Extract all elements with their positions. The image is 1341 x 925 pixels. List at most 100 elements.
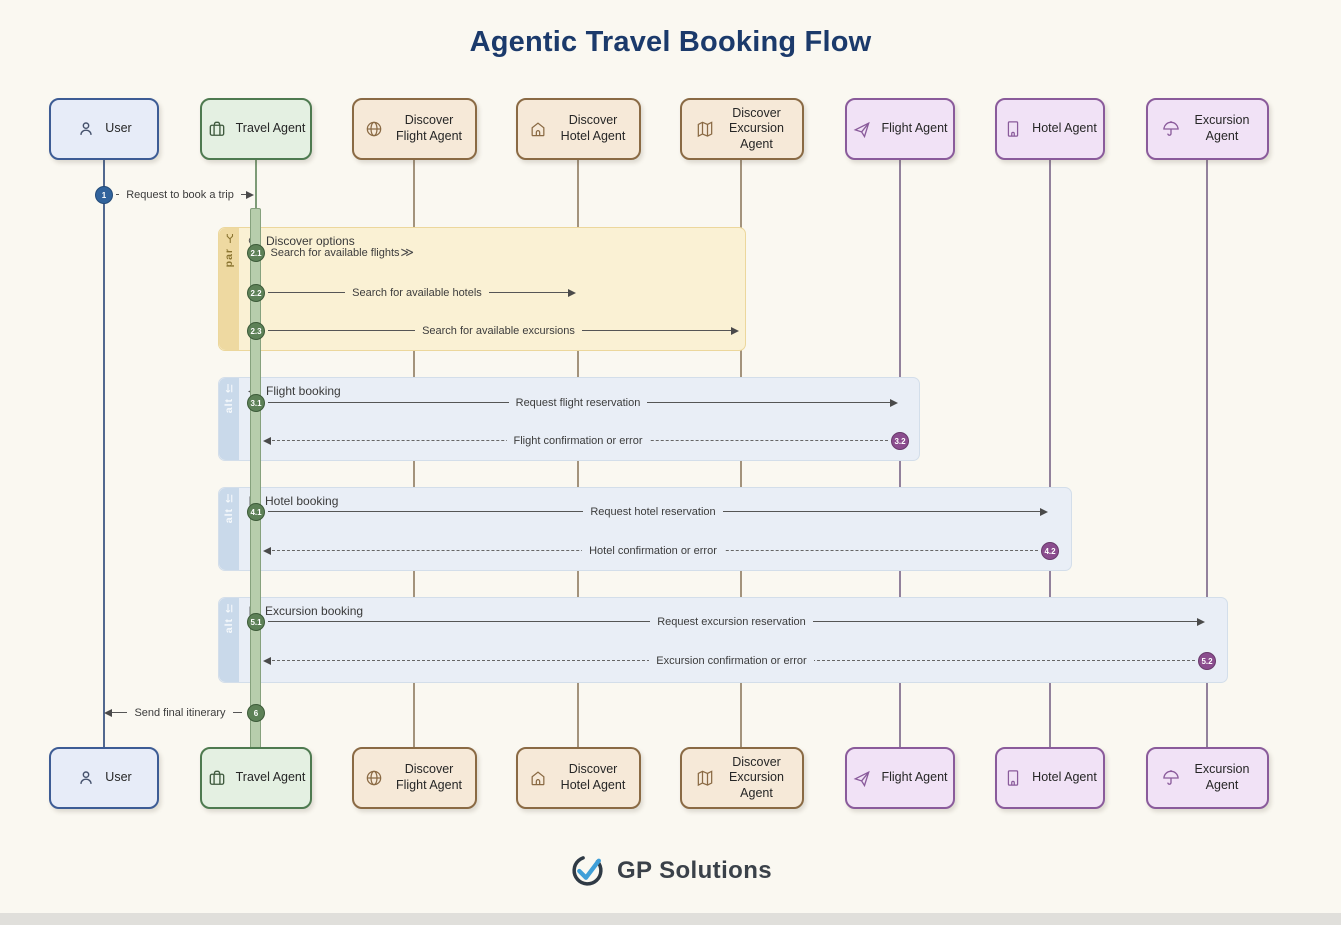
building-icon <box>1007 770 1019 786</box>
arrowhead-right <box>731 327 739 335</box>
message-number: 2.1 <box>247 244 265 262</box>
house-icon <box>531 771 545 786</box>
lifeline-hotel-agent <box>1049 160 1051 750</box>
person-icon <box>80 122 93 135</box>
brand-name: GP Solutions <box>616 856 773 884</box>
umbrella-icon <box>1163 121 1179 136</box>
message-number: 5.2 <box>1198 652 1216 670</box>
gp-solutions-logo-icon <box>572 855 603 886</box>
briefcase-icon <box>209 770 224 785</box>
bottom-edge-strip <box>0 913 1341 925</box>
actor-user: User <box>49 98 159 160</box>
actor-label: User <box>105 121 132 136</box>
arrowhead-right <box>1040 508 1048 516</box>
alt-title-flight: Flight booking <box>266 384 341 398</box>
alt-block-flight-booking: alt Flight booking <box>218 377 920 461</box>
actor-flight-agent: Flight Agent <box>845 98 955 160</box>
globe-icon <box>366 770 382 786</box>
actor-discover-hotel-agent: Discover Hotel Agent <box>516 98 641 160</box>
arrowhead-left <box>104 709 112 717</box>
alt-tab-label: alt <box>223 398 235 414</box>
arrowhead-left <box>263 657 271 665</box>
arrowhead-right <box>568 289 576 297</box>
actor-label: Discover Excursion Agent <box>729 754 784 800</box>
actor-label: Hotel Agent <box>1032 770 1097 785</box>
branch-icon <box>225 494 232 503</box>
alt-title-excursion: Excursion booking <box>265 604 364 618</box>
alt-tab-label: alt <box>223 508 235 524</box>
message-label: Search for available hotels <box>345 287 489 299</box>
actor-label: Discover Excursion Agent <box>729 105 784 151</box>
actor-discover-excursion-agent: Discover Excursion Agent <box>680 98 804 160</box>
map-icon <box>697 770 712 787</box>
building-icon <box>1007 121 1019 137</box>
message-number: 4.2 <box>1041 542 1059 560</box>
message-number: 2.2 <box>247 284 265 302</box>
alt-tab: alt <box>219 598 239 682</box>
actor-excursion-agent: Excursion Agent <box>1146 747 1269 809</box>
actor-row-bottom: User Travel Agent Discover Flight Agent … <box>0 747 1341 811</box>
message-label: Excursion confirmation or error <box>649 655 814 667</box>
actor-travel-agent: Travel Agent <box>200 98 312 160</box>
actor-discover-excursion-agent: Discover Excursion Agent <box>680 747 804 809</box>
arrowhead-right <box>890 399 898 407</box>
message-label: Request flight reservation <box>508 397 648 409</box>
par-title: Discover options <box>266 234 355 248</box>
message-2-1: Search for available flights 2.1 <box>247 244 414 262</box>
actor-label: User <box>105 770 132 785</box>
message-number: 4.1 <box>247 503 265 521</box>
par-tab-label: par <box>223 248 235 268</box>
message-number: 1 <box>95 186 113 204</box>
arrowhead-left <box>263 437 271 445</box>
arrowhead-left <box>263 547 271 555</box>
actor-label: Discover Flight Agent <box>395 762 462 792</box>
lifeline-user <box>103 160 105 750</box>
alt-tab: alt <box>219 378 239 460</box>
alt-block-excursion-booking: alt Excursion booking <box>218 597 1228 683</box>
open-arrowhead <box>400 244 414 260</box>
branch-icon <box>225 384 232 393</box>
actor-label: Flight Agent <box>881 770 948 785</box>
message-2-2: Search for available hotels 2.2 <box>247 284 578 302</box>
message-label: Hotel confirmation or error <box>582 545 724 557</box>
message-3-1: Request flight reservation 3.1 <box>247 394 900 412</box>
message-6: Send final itinerary 6 <box>104 704 265 722</box>
footer-brand: GP Solutions <box>0 852 1341 889</box>
person-icon <box>80 771 93 784</box>
map-icon <box>697 121 712 138</box>
actor-label: Hotel Agent <box>1032 121 1097 136</box>
alt-block-hotel-booking: alt Hotel booking <box>218 487 1072 571</box>
message-4-2: Hotel confirmation or error 4.2 <box>256 542 1059 560</box>
actor-label: Excursion Agent <box>1194 113 1250 143</box>
plane-icon <box>854 770 871 788</box>
message-label: Request to book a trip <box>119 189 241 201</box>
branch-icon <box>225 604 232 613</box>
actor-flight-agent: Flight Agent <box>845 747 955 809</box>
actor-travel-agent: Travel Agent <box>200 747 312 809</box>
actor-label: Flight Agent <box>881 121 948 136</box>
message-4-1: Request hotel reservation 4.1 <box>247 503 1050 521</box>
alt-tab: alt <box>219 488 239 570</box>
message-3-2: Flight confirmation or error 3.2 <box>256 432 909 450</box>
diagram-title: Agentic Travel Booking Flow <box>469 26 872 58</box>
actor-discover-hotel-agent: Discover Hotel Agent <box>516 747 641 809</box>
alt-title-hotel: Hotel booking <box>265 494 339 508</box>
house-icon <box>531 122 545 137</box>
message-label: Request excursion reservation <box>650 616 813 628</box>
actor-discover-flight-agent: Discover Flight Agent <box>352 747 477 809</box>
par-tab: par <box>219 228 239 350</box>
fork-icon <box>226 234 233 243</box>
message-number: 3.1 <box>247 394 265 412</box>
actor-hotel-agent: Hotel Agent <box>995 98 1105 160</box>
message-1: Request to book a trip 1 <box>95 186 256 204</box>
actor-label: Discover Hotel Agent <box>560 762 626 792</box>
briefcase-icon <box>209 121 224 136</box>
actor-user: User <box>49 747 159 809</box>
umbrella-icon <box>1163 770 1179 785</box>
actor-label: Travel Agent <box>235 121 306 136</box>
actor-discover-flight-agent: Discover Flight Agent <box>352 98 477 160</box>
actor-hotel-agent: Hotel Agent <box>995 747 1105 809</box>
message-label: Send final itinerary <box>127 707 233 719</box>
message-label: Flight confirmation or error <box>506 435 650 447</box>
